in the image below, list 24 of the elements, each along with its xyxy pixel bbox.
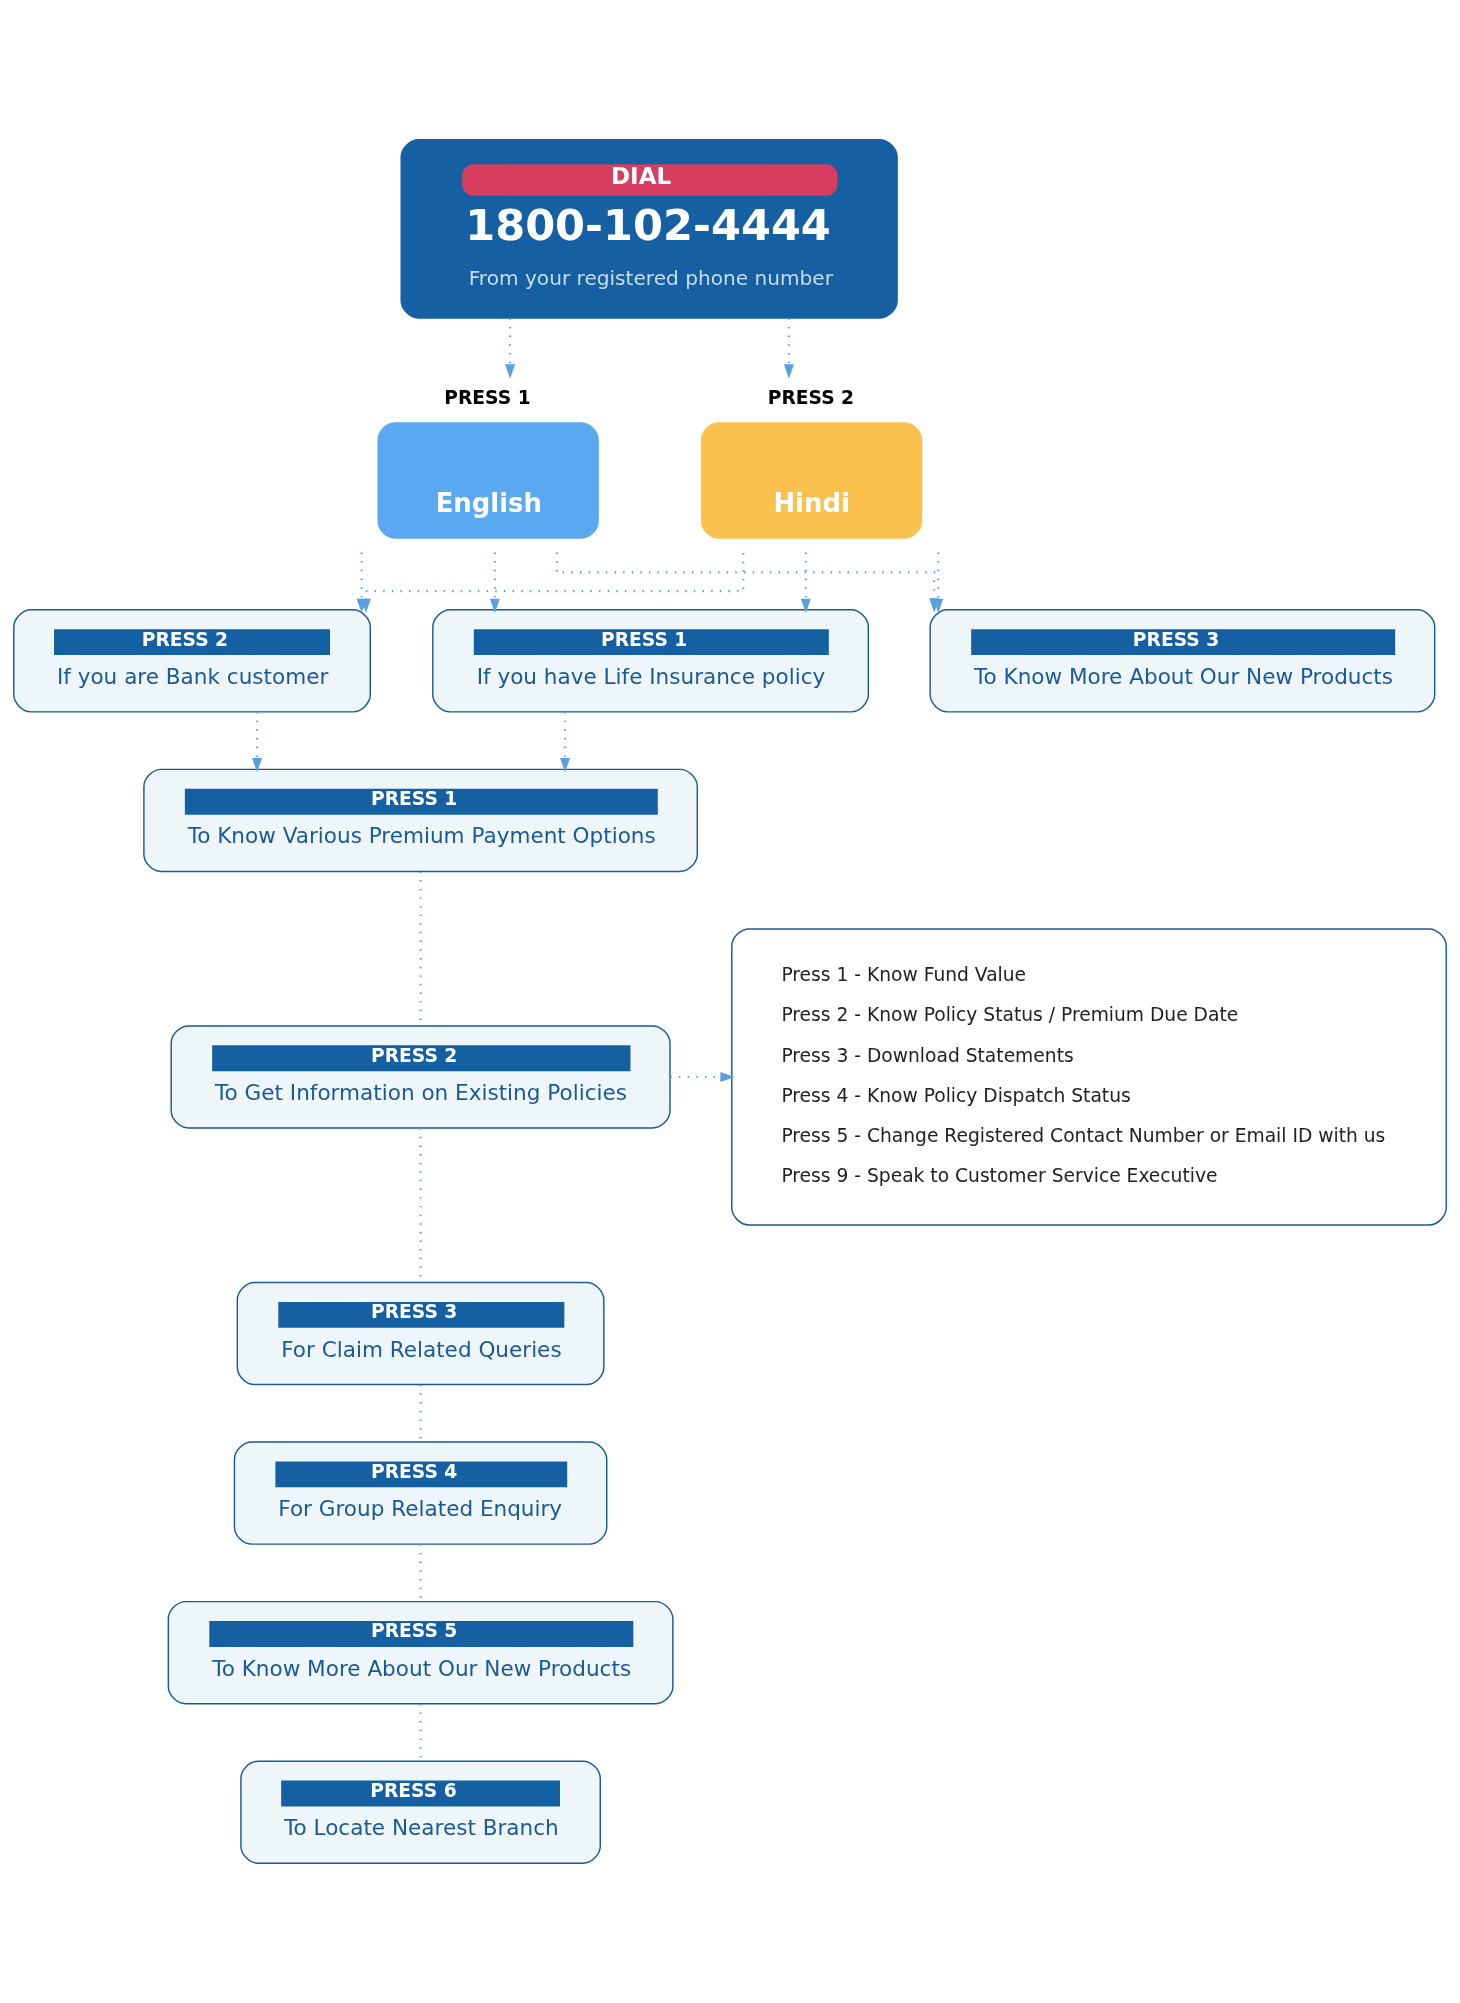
node-box: PRESS 4 For Group Related Enquiry [233,1441,608,1545]
node-box: PRESS 5 To Know More About Our New Products [167,1600,674,1705]
node-box: PRESS 6 To Locate Nearest Branch [240,1760,601,1864]
node-label: PRESS 1 [444,387,531,409]
node-box: English [377,422,599,539]
node-box: PRESS 2 To Get Information on Existing Policies [170,1025,671,1129]
arrow [783,318,794,379]
node-box: Hindi [700,422,923,539]
arrow [670,1071,735,1082]
arrow [800,552,811,614]
arrow [489,552,500,614]
arrow [560,712,571,773]
arrow [360,552,745,614]
arrow [252,712,263,773]
node-box: PRESS 1 To Know Various Premium Payment Options [143,768,698,873]
node-label: PRESS 2 [767,387,855,409]
arrow [933,552,944,614]
arrow [505,318,516,379]
node-box: DIAL 1800-102-4444 From your registered phone number [400,139,898,319]
node-box: PRESS 2 If you are Bank customer [13,609,371,713]
node-box: PRESS 3 To Know More About Our New Products [929,609,1436,713]
node-box: PRESS 1 If you have Life Insurance policy [432,609,870,713]
node-box: Press 1 - Know Fund Value Press 2 - Know Policy Status / Premium Due Date Press 3 - Download Statements Press 4 - Know Policy Dispatch Status Press 5 - Change Registered Contact Number or Email ID with us Press 9 - Speak to Customer Service Executive [731,928,1447,1226]
node-box: PRESS 3 For Claim Related Queries [236,1281,605,1386]
